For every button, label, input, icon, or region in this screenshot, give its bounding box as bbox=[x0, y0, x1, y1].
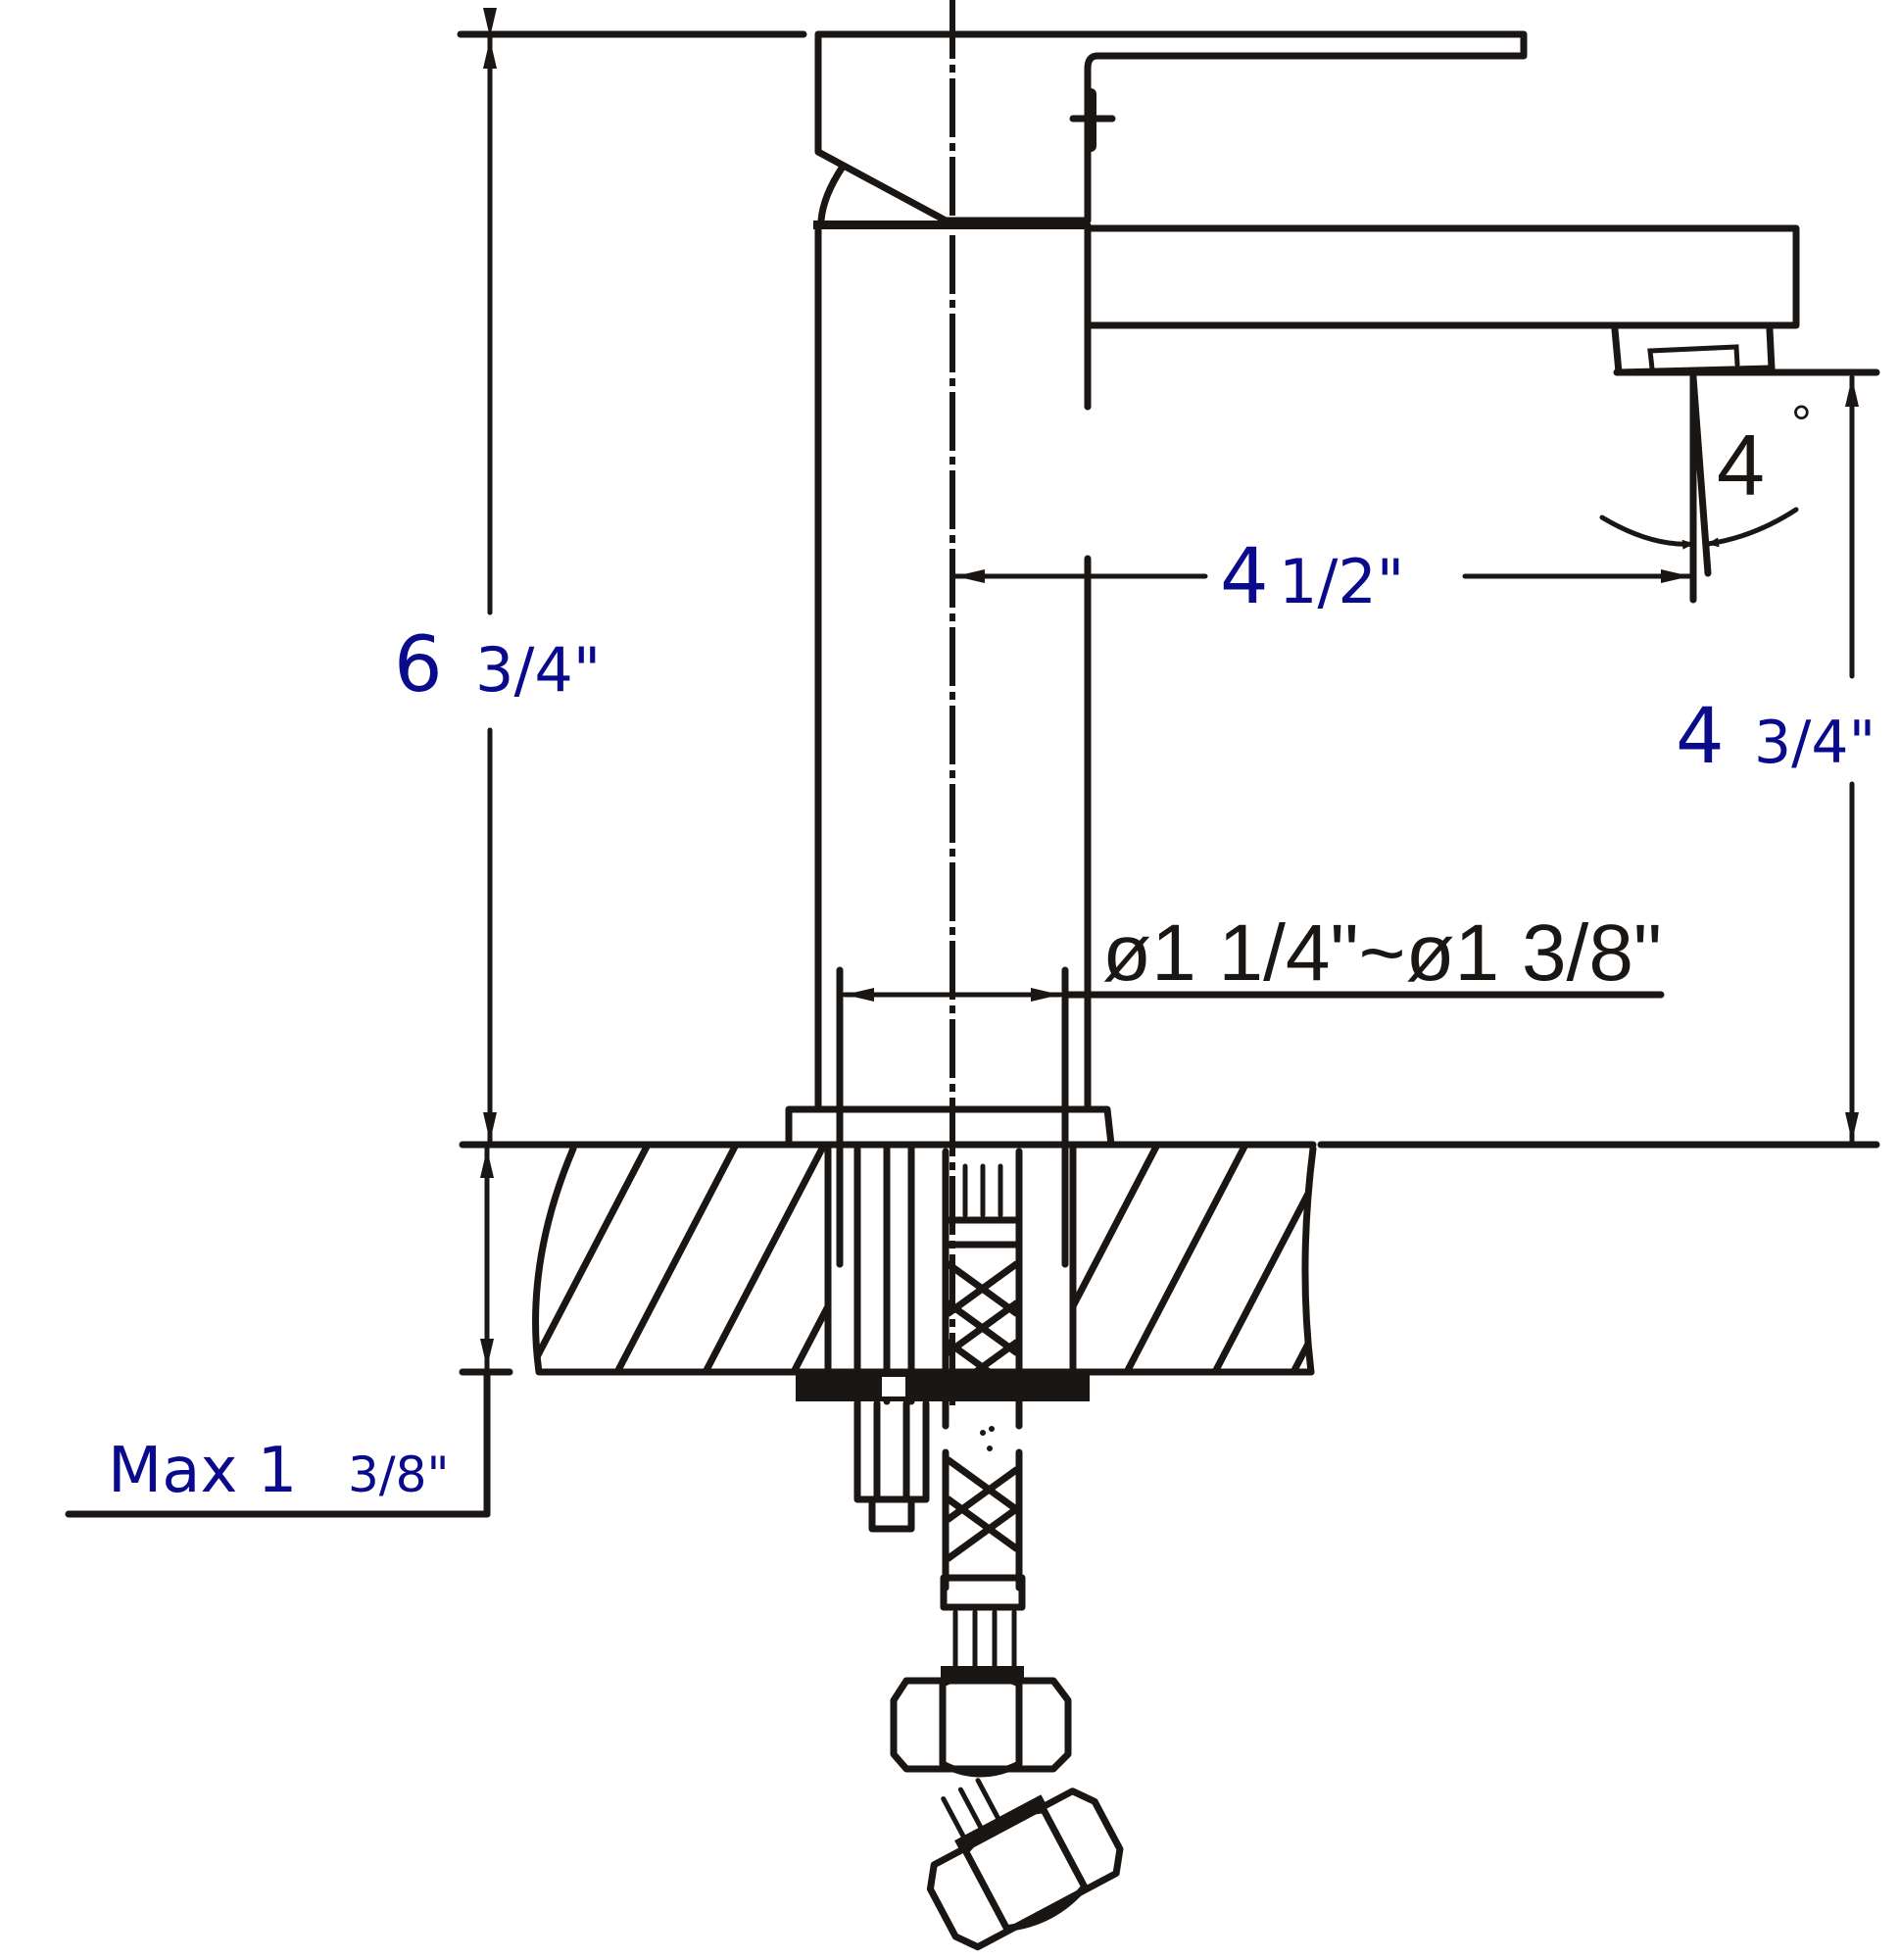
dimension-spout-angle bbox=[1599, 373, 1799, 577]
overall-height-fraction: 3/4" bbox=[475, 634, 601, 706]
braided-supply-hose bbox=[940, 1148, 1026, 1674]
dimension-hole-diameter bbox=[836, 966, 1665, 1268]
spout-height-fraction: 3/4" bbox=[1754, 709, 1875, 777]
angled-fitting-nut bbox=[926, 1778, 1124, 1951]
spout-angle-unit: ° bbox=[1791, 396, 1812, 453]
spout-angle-label: 4 bbox=[1717, 416, 1765, 514]
dimension-counter-thickness bbox=[65, 1146, 494, 1518]
max-thickness-label: Max 1 bbox=[108, 1435, 297, 1507]
spout-reach-fraction: 1/2" bbox=[1279, 546, 1404, 617]
base-flange bbox=[785, 1105, 1115, 1149]
spout bbox=[1084, 224, 1800, 329]
handle-lever bbox=[457, 30, 1528, 224]
spout-height-whole: 4 bbox=[1676, 693, 1725, 781]
aerator bbox=[1611, 325, 1776, 376]
spout-reach-whole: 4 bbox=[1220, 533, 1269, 621]
countertop-section bbox=[459, 1141, 1880, 1376]
hole-diameter-label: ø1 1/4"~ø1 3/8" bbox=[1102, 908, 1662, 998]
compression-nut bbox=[890, 1666, 1072, 1778]
dimension-spout-height bbox=[1613, 368, 1880, 1145]
overall-height-whole: 6 bbox=[394, 621, 443, 710]
max-thickness-fraction: 3/8" bbox=[348, 1446, 449, 1503]
